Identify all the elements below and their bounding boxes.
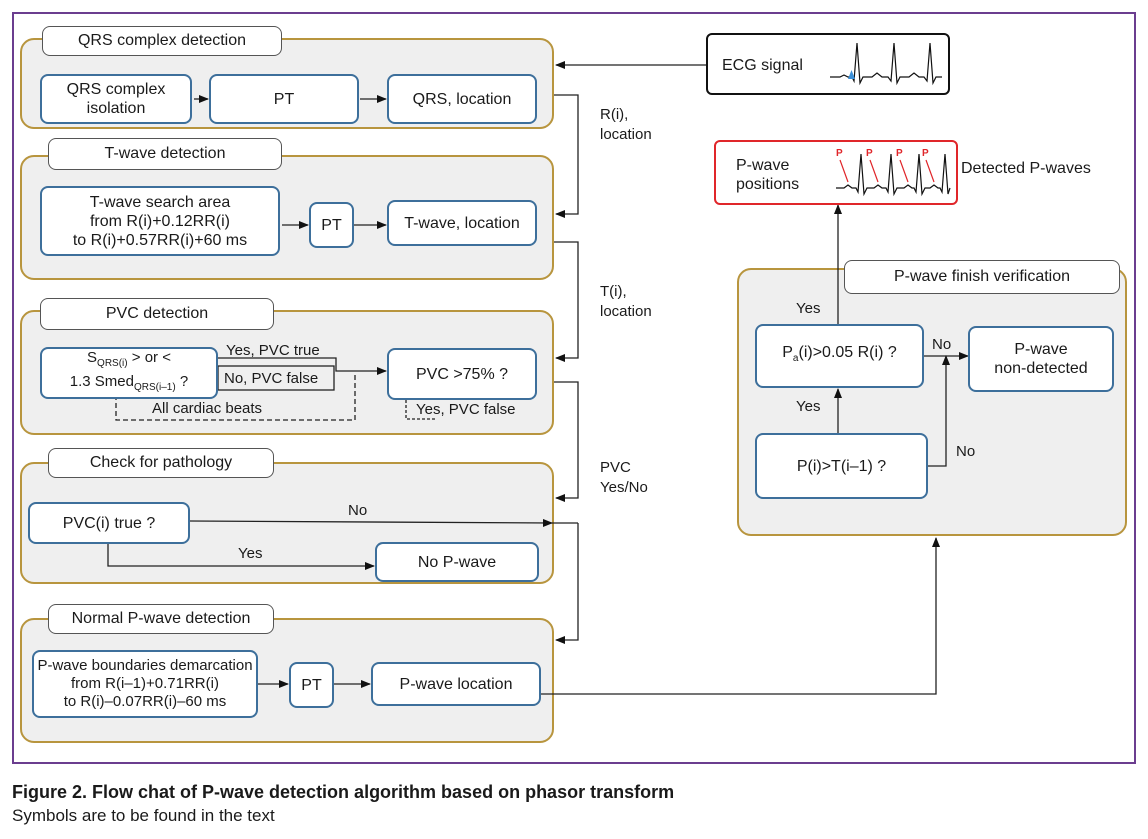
- arrow-pvc-no: [189, 518, 553, 527]
- qrs-isolation-box: QRS complex isolation: [40, 74, 192, 124]
- finish-yes-mid-label: Yes: [796, 398, 821, 415]
- nondetected-line2: non-detected: [994, 360, 1088, 377]
- connector-to-normal: [555, 523, 579, 644]
- p-marker-2: P: [866, 148, 873, 159]
- pvc-all-beats-label: All cardiac beats: [152, 400, 263, 417]
- connector-pvc-yes-no: [554, 381, 579, 502]
- p-marker-4: P: [922, 148, 929, 159]
- figure-frame: [12, 12, 1136, 764]
- qrs-location-box: QRS, location: [387, 74, 537, 124]
- p-condition-box: P(i)>T(i–1) ?: [755, 433, 928, 499]
- pathology-question-box: PVC(i) true ?: [28, 502, 190, 544]
- pathology-no-label: No: [348, 502, 368, 519]
- pvc-group-title: PVC detection: [40, 298, 274, 330]
- pwave-boundaries-box: P-wave boundaries demarcation from R(i–1…: [32, 650, 258, 718]
- t-location-label: T(i),location: [600, 283, 652, 320]
- connector-r-location: [554, 94, 579, 218]
- pvc-yes-true-label: Yes, PVC true: [226, 342, 320, 359]
- detected-pwaves-label: Detected P-waves: [961, 160, 1091, 177]
- ecg-signal-box: ECG signal: [706, 33, 950, 95]
- p-marker-1: P: [836, 148, 843, 159]
- connector-normal-to-finish: [540, 537, 940, 695]
- twave-search-line1: T-wave search area: [89, 193, 231, 211]
- arrow-yes-pvc-true: [218, 357, 387, 375]
- finish-no-right-label: No: [932, 336, 952, 353]
- normal-group-title: Normal P-wave detection: [48, 604, 274, 634]
- pathology-group-title: Check for pathology: [48, 448, 274, 478]
- pwave-boundaries-line2: from R(i–1)+0.71RR(i): [71, 675, 219, 692]
- pa-condition-box: Pa(i)>0.05 R(i) ?: [755, 324, 924, 388]
- twave-search-line2: from R(i)+0.12RR(i): [89, 212, 230, 230]
- pvc-yes-false-label: Yes, PVC false: [416, 401, 516, 418]
- ecg-waveform-icon: [830, 42, 942, 86]
- r-location-label: R(i),location: [600, 106, 652, 143]
- loop-yes-pvc-false: [405, 400, 436, 420]
- twave-location-box: T-wave, location: [387, 200, 537, 246]
- ecg-signal-label: ECG signal: [722, 57, 803, 74]
- connector-t-location: [554, 241, 579, 362]
- pvc-condition-box: SQRS(i) > or < 1.3 SmedQRS(i–1) ?: [40, 347, 218, 399]
- normal-pt-box: PT: [289, 662, 334, 708]
- pvc-check-box: PVC >75% ?: [387, 348, 537, 400]
- pwave-markers-icon: P P P P: [836, 148, 951, 197]
- pathology-yes-label: Yes: [238, 545, 263, 562]
- pwave-boundaries-line1: P-wave boundaries demarcation: [37, 657, 253, 674]
- figure-caption-title: Figure 2. Flow chat of P-wave detection …: [12, 782, 675, 802]
- pwave-location-box: P-wave location: [371, 662, 541, 706]
- twave-search-line3: to R(i)+0.57RR(i)+60 ms: [72, 231, 248, 249]
- finish-no-low-label: No: [956, 443, 976, 460]
- twave-pt-box: PT: [309, 202, 354, 248]
- finish-group-title: P-wave finish verification: [844, 260, 1120, 294]
- no-pvc-false-frame: [217, 365, 335, 391]
- arrow-pvc-yes: [107, 543, 375, 570]
- pa-condition-text: Pa(i)>0.05 R(i) ?: [782, 344, 897, 365]
- p-marker-3: P: [896, 148, 903, 159]
- twave-group-title: T-wave detection: [48, 138, 282, 170]
- qrs-group-title: QRS complex detection: [42, 26, 282, 56]
- nondetected-line1: P-wave: [1014, 341, 1068, 358]
- qrs-pt-box: PT: [209, 74, 359, 124]
- loop-all-beats: [115, 372, 356, 421]
- arrow-p-no: [928, 355, 950, 467]
- pvc-no-false-label: No, PVC false: [224, 370, 319, 387]
- finish-yes-top-label: Yes: [796, 300, 821, 317]
- pwave-boundaries-line3: to R(i)–0.07RR(i)–60 ms: [63, 693, 227, 710]
- pvc-condition-line1: SQRS(i) > or <: [87, 349, 171, 369]
- figure-caption-subtitle: Symbols are to be found in the text: [12, 806, 275, 825]
- twave-search-box: T-wave search area from R(i)+0.12RR(i) t…: [40, 186, 280, 256]
- pvc-condition-line2: 1.3 SmedQRS(i–1) ?: [69, 373, 189, 393]
- pwave-nondetected-box: P-wave non-detected: [968, 326, 1114, 392]
- no-pwave-box: No P-wave: [375, 542, 539, 582]
